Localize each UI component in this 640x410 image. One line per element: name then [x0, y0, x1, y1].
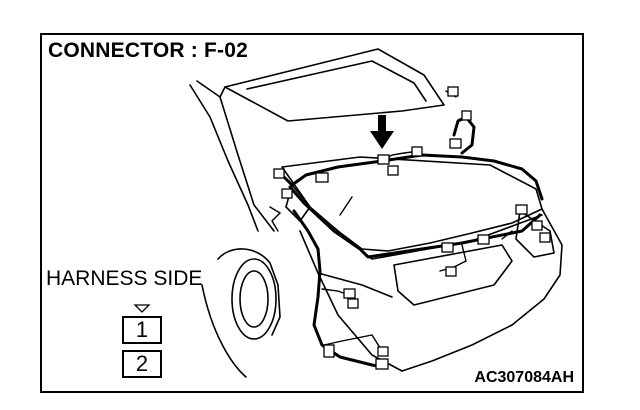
vehicle-illustration — [133, 48, 563, 378]
diagram-frame: CONNECTOR : F-02 HARNESS SIDE 1 2 AC3070… — [40, 33, 584, 393]
connector-key-icon — [133, 304, 151, 313]
connector-title: CONNECTOR : F-02 — [48, 39, 248, 62]
pointer-arrow-icon — [370, 115, 394, 149]
connector-pin-1: 1 — [122, 316, 162, 344]
connector-pin-2: 2 — [122, 350, 162, 378]
figure-code: AC307084AH — [474, 369, 574, 386]
harness-side-label: HARNESS SIDE — [46, 267, 203, 290]
